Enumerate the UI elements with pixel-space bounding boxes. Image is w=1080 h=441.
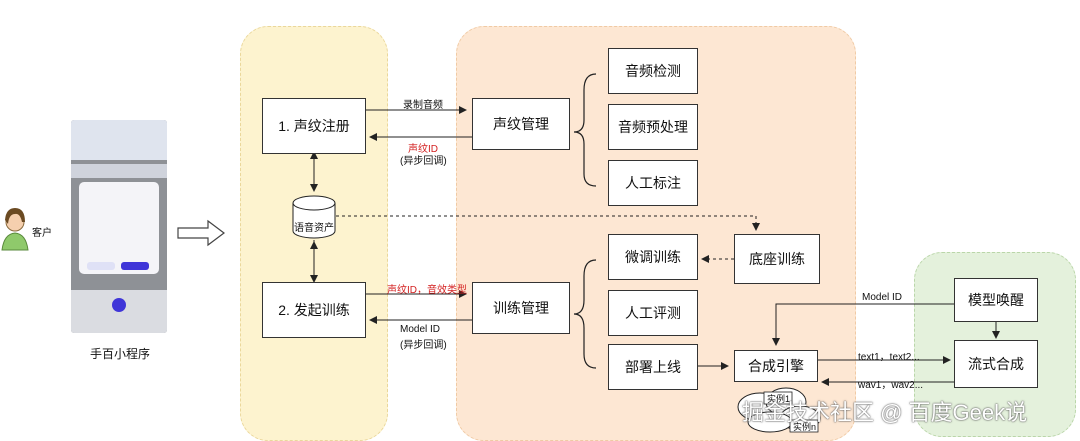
big-flow-arrow: [177, 219, 225, 247]
instance-n-label: 实例n: [793, 422, 817, 432]
db-label: 语音资产: [294, 223, 334, 234]
phone-screenshot: [71, 120, 167, 333]
edge-label-record-audio: 录制音频: [403, 100, 443, 111]
edge-label-model-id-async: (异步回调): [400, 340, 447, 351]
finetune-training-node: 微调训练: [608, 234, 698, 280]
manual-evaluation-node: 人工评测: [608, 290, 698, 336]
base-training-node: 底座训练: [734, 234, 820, 284]
synthesis-engine-node: 合成引擎: [734, 350, 818, 382]
model-wake-node: 模型唤醒: [954, 278, 1038, 322]
deploy-online-node: 部署上线: [608, 344, 698, 390]
start-training-node: 2. 发起训练: [262, 282, 366, 338]
customer: [0, 205, 30, 251]
phone-title-bar: [71, 164, 167, 178]
app-caption: 手百小程序: [90, 347, 151, 361]
audio-detection-node: 音频检测: [608, 48, 698, 94]
edge-label-text: text1，text2...: [858, 352, 920, 363]
edge-label-model-id-wake: Model ID: [862, 292, 903, 303]
edge-label-voiceprint-effect: 声纹ID，音效类型: [387, 285, 467, 296]
training-management-node: 训练管理: [472, 282, 570, 334]
edge-label-model-id: Model ID: [400, 324, 441, 335]
phone-header: [71, 120, 167, 160]
phone-primary-button: [121, 262, 149, 270]
watermark: 掘金技术社区 @ 百度Geek说: [742, 400, 1028, 425]
phone-secondary-button: [87, 262, 115, 270]
voiceprint-management-node: 声纹管理: [472, 98, 570, 150]
customer-label: 客户: [32, 228, 52, 239]
phone-dialog: [79, 182, 159, 274]
instance-1-label: 实例1: [767, 394, 791, 404]
streaming-synthesis-node: 流式合成: [954, 340, 1038, 388]
edge-label-async-callback: (异步回调): [400, 156, 447, 167]
edge-label-voiceprint-id: 声纹ID: [408, 144, 438, 155]
manual-labeling-node: 人工标注: [608, 160, 698, 206]
audio-preprocess-node: 音频预处理: [608, 104, 698, 150]
voiceprint-register-node: 1. 声纹注册: [262, 98, 366, 154]
edge-label-wav: wav1，wav2...: [858, 380, 924, 391]
record-icon: [112, 298, 126, 312]
